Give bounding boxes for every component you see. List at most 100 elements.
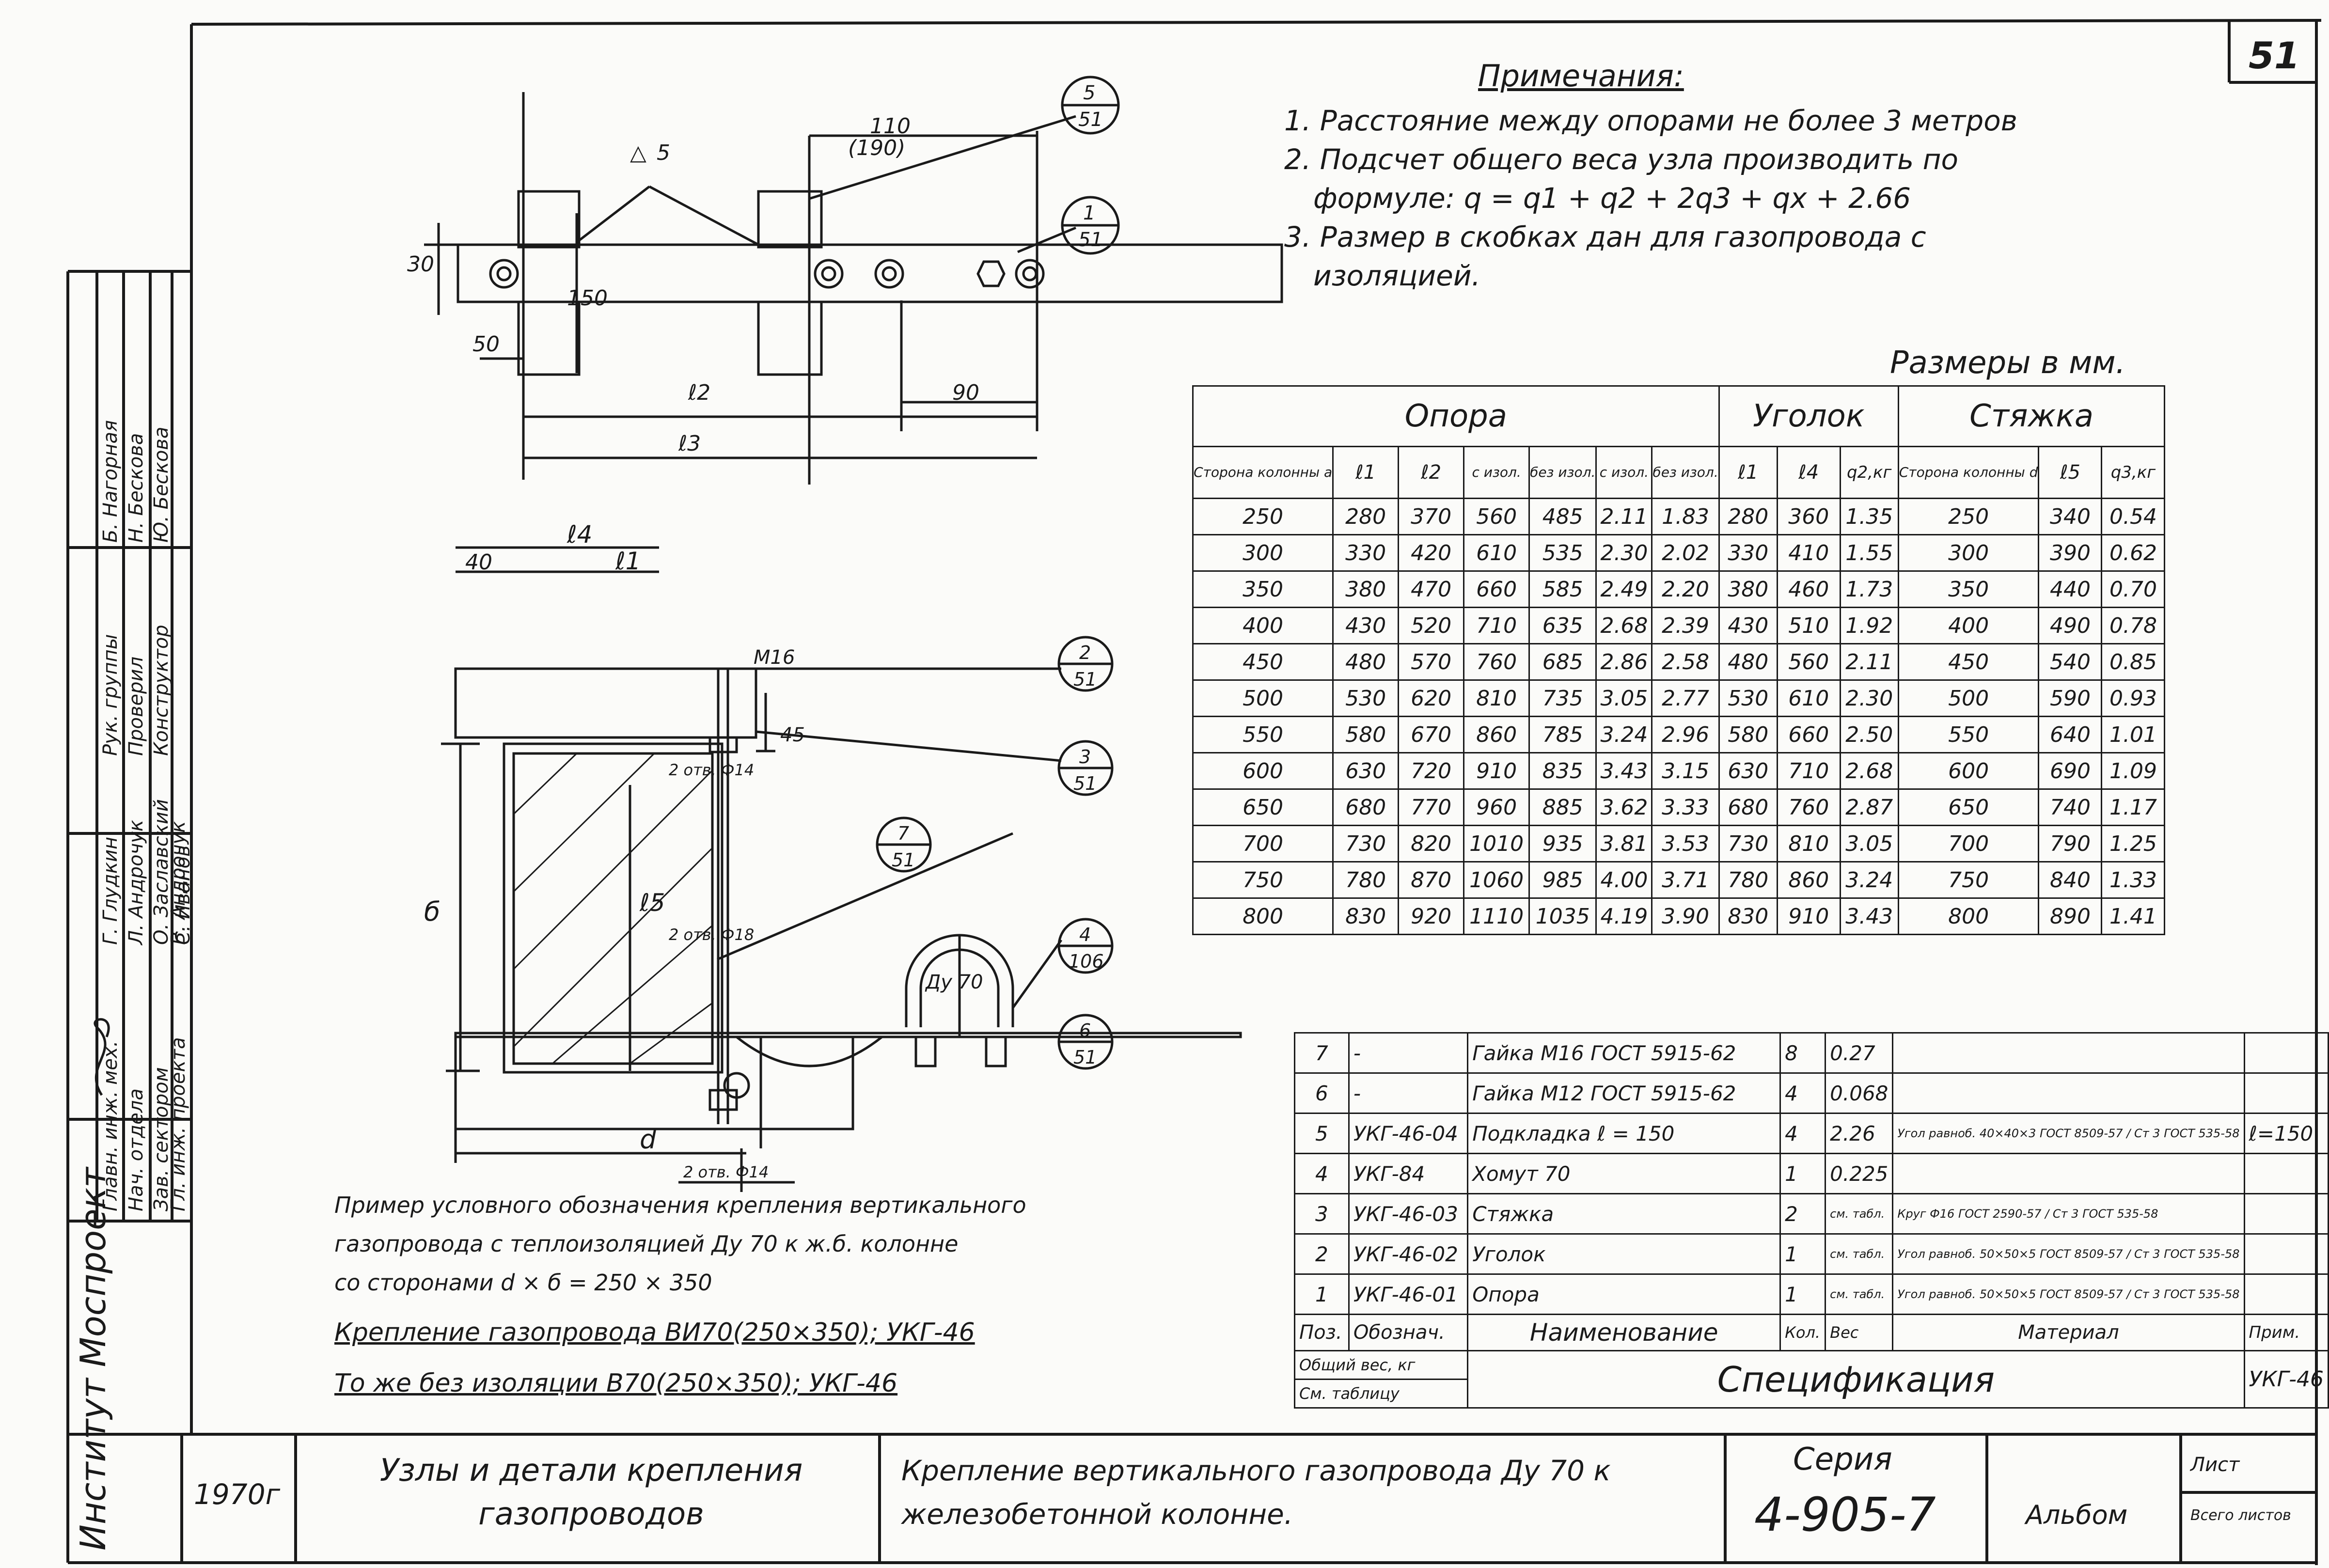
- dim-table-cell: 830: [1718, 897, 1778, 935]
- title-group: Узлы и детали крепления газопроводов: [379, 1453, 803, 1532]
- spec-cell-weight: 2.26: [1825, 1113, 1894, 1154]
- dimension-table: Опора Уголок Стяжка Сторона колонны а ℓ1…: [1192, 385, 2166, 935]
- sub-header: q3,кг: [2101, 446, 2166, 499]
- dim-l2: ℓ2: [688, 380, 710, 405]
- page-number: 51: [2249, 34, 2300, 77]
- spec-cell-weight: см. табл.: [1825, 1273, 1894, 1315]
- spec-cell-weight: 0.068: [1825, 1072, 1894, 1114]
- dim-b: б: [424, 896, 440, 927]
- dim-table-cell: 630: [1718, 752, 1778, 790]
- dim-table-cell: 590: [2038, 679, 2103, 717]
- spec-cell-pos: 4: [1294, 1153, 1350, 1194]
- sub-header: ℓ2: [1398, 446, 1465, 499]
- dim-table-cell: 520: [1398, 607, 1465, 644]
- dim-table-cell: 720: [1398, 752, 1465, 790]
- spec-cell-qty: 1: [1779, 1233, 1826, 1275]
- dim-table-cell: 2.30: [1839, 679, 1899, 717]
- spec-cell-name: Хомут 70: [1467, 1153, 1781, 1194]
- callout-6-ref: 51: [1073, 1047, 1097, 1068]
- dim-table-cell: 650: [1897, 788, 2040, 826]
- note-line-3: формуле: q = q1 + q2 + 2q3 + qx + 2.66: [1313, 182, 1911, 215]
- dim-table-cell: 430: [1718, 607, 1778, 644]
- dim-table-cell: 610: [1776, 679, 1841, 717]
- spec-cell-note: [2243, 1153, 2329, 1194]
- dim-table-cell: 1110: [1463, 897, 1530, 935]
- stamp-extra-4: Б. Нагорная: [99, 420, 122, 543]
- dim-table-cell: 790: [2038, 825, 2103, 862]
- dim-table-cell: 770: [1398, 788, 1465, 826]
- spec-header-name: Наименование: [1467, 1314, 1781, 1351]
- spec-cell-weight: 0.225: [1825, 1153, 1894, 1194]
- dim-table-cell: 635: [1528, 607, 1597, 644]
- spec-footer-title: Спецификация: [1467, 1350, 2245, 1409]
- dim-table-cell: 2.30: [1595, 534, 1653, 572]
- spec-cell-note: [2243, 1233, 2329, 1275]
- signature-mark: [94, 1018, 110, 1096]
- dim-table-cell: 380: [1332, 570, 1400, 608]
- callout-3-ref: 51: [1073, 773, 1097, 794]
- dim-table-cell: 835: [1528, 752, 1597, 790]
- dim-table-cell: 500: [1897, 679, 2040, 717]
- sub-header: с изол.: [1595, 446, 1653, 499]
- dim-table-cell: 630: [1332, 752, 1400, 790]
- spec-cell-material: Угол равноб. 50×50×5 ГОСТ 8509-57 / Ст 3…: [1892, 1273, 2245, 1315]
- dim-table-cell: 960: [1463, 788, 1530, 826]
- spec-cell-name: Стяжка: [1467, 1193, 1781, 1235]
- dim-table-cell: 450: [1897, 643, 2040, 681]
- dim-table-cell: 3.24: [1839, 861, 1899, 899]
- dim-table-cell: 680: [1332, 788, 1400, 826]
- stamp-role-2: Нач. отдела: [125, 1088, 147, 1211]
- dim-table-cell: 620: [1398, 679, 1465, 717]
- example-line-1: Пример условного обозначения крепления в…: [334, 1192, 1026, 1218]
- dim-50: 50: [472, 332, 500, 357]
- sub-header: без изол.: [1651, 446, 1720, 499]
- dim-table-cell: 560: [1776, 643, 1841, 681]
- spec-cell-note: [2243, 1273, 2329, 1315]
- dim-table-cell: 470: [1398, 570, 1465, 608]
- callout-4-ref: 106: [1069, 951, 1104, 972]
- dim-table-cell: 830: [1332, 897, 1400, 935]
- dim-table-cell: 300: [1192, 534, 1334, 572]
- stamp-extra-1: Рук. группы: [99, 634, 122, 756]
- dim-table-cell: 600: [1897, 752, 2040, 790]
- example-line-2: газопровода с теплоизоляцией Ду 70 к ж.б…: [334, 1231, 959, 1257]
- spec-cell-qty: 2: [1779, 1193, 1826, 1235]
- hole-14-b: 2 отв. Ф14: [683, 1163, 769, 1181]
- spec-cell-note: [2243, 1072, 2329, 1114]
- spec-cell-weight: 0.27: [1825, 1032, 1894, 1074]
- dim-table-cell: 860: [1463, 716, 1530, 753]
- callout-4-num: 4: [1079, 924, 1091, 945]
- dim-table-cell: 1.01: [2101, 716, 2166, 753]
- example-line-5: То же без изоляции В70(250×350); УКГ-46: [334, 1369, 898, 1398]
- dim-table-cell: 760: [1776, 788, 1841, 826]
- dim-table-cell: 485: [1528, 498, 1597, 535]
- dim-l4: ℓ4: [567, 523, 592, 549]
- dim-table-cell: 370: [1398, 498, 1465, 535]
- dim-table-cell: 735: [1528, 679, 1597, 717]
- sub-header: ℓ5: [2038, 446, 2103, 499]
- spec-header-pos: Поз.: [1294, 1314, 1350, 1351]
- hole-14-a: 2 отв. Ф14: [669, 761, 754, 779]
- callout-5-ref: 51: [1078, 109, 1103, 131]
- note-line-5: изоляцией.: [1313, 259, 1480, 292]
- sub-header: Сторона колонны d: [1897, 446, 2040, 499]
- notes-title: Примечания:: [1478, 58, 1684, 94]
- dim-table-cell: 2.02: [1651, 534, 1720, 572]
- dim-table-cell: 0.78: [2101, 607, 2166, 644]
- dim-190: (190): [848, 136, 905, 160]
- dim-table-cell: 585: [1528, 570, 1597, 608]
- spec-footer-table: См. таблицу: [1293, 1379, 1469, 1409]
- sub-header: ℓ1: [1718, 446, 1778, 499]
- dim-table-cell: 390: [2038, 534, 2103, 572]
- dim-table-cell: 2.20: [1651, 570, 1720, 608]
- dim-table-cell: 650: [1192, 788, 1334, 826]
- spec-cell-code: УКГ-46-01: [1348, 1273, 1469, 1315]
- dim-table-cell: 300: [1897, 534, 2040, 572]
